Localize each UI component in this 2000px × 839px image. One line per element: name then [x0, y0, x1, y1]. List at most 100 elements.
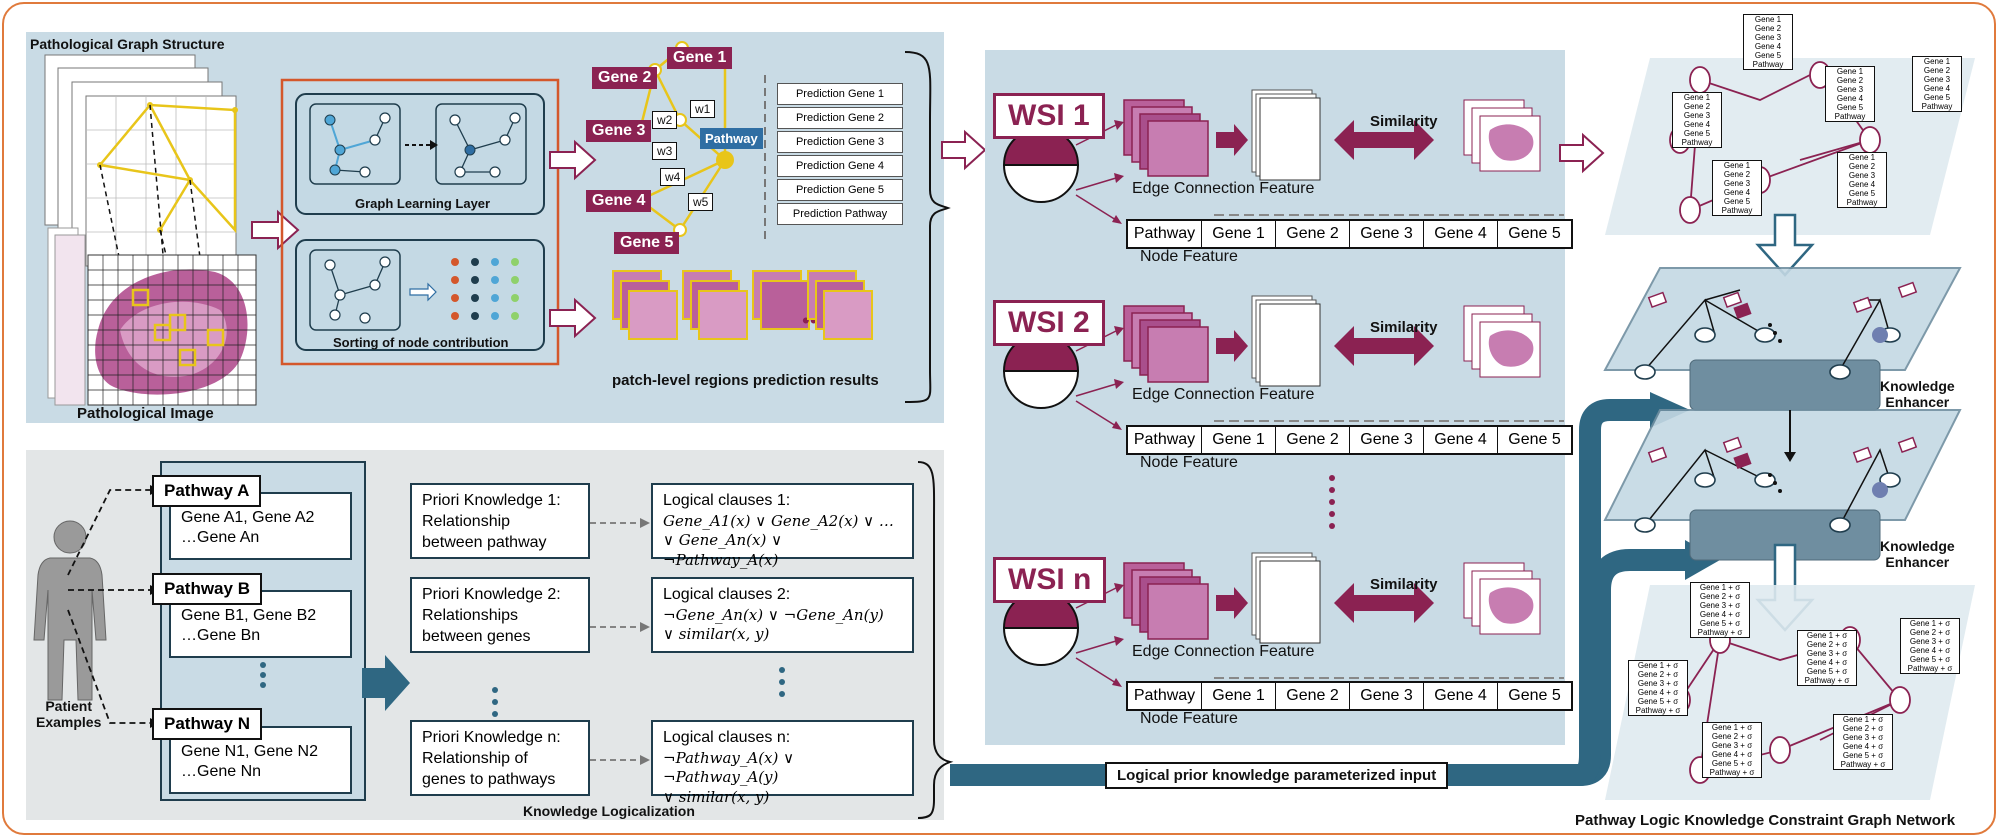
gene-tag-1: Gene 1	[667, 47, 733, 69]
edge-feature-label-2: Edge Connection Feature	[1132, 386, 1315, 403]
arrow-to-learning	[251, 209, 300, 251]
node-col: Gene 4	[1424, 221, 1498, 247]
gene-tag-2: Gene 2	[592, 67, 658, 89]
node-col: Pathway	[1128, 683, 1202, 709]
patch-thumbnails: •••	[612, 270, 892, 370]
edge-feature-label-n: Edge Connection Feature	[1132, 643, 1315, 660]
knowledge-logicalization-label: Knowledge Logicalization	[523, 803, 695, 819]
wsi-n-label: WSI n	[993, 557, 1107, 603]
priori-n-line3: genes to pathways	[422, 770, 556, 788]
priori-2-title: Priori Knowledge 2:	[422, 586, 561, 603]
prediction-item: Prediction Gene 3	[777, 131, 903, 153]
weight-w1: w1	[690, 100, 716, 118]
node-col: Gene 3	[1350, 683, 1424, 709]
node-col: Gene 1	[1202, 683, 1276, 709]
node-col: Gene 4	[1424, 683, 1498, 709]
wsi-2-label: WSI 2	[993, 300, 1105, 346]
knowledge-enhancer-label-1: Knowledge Enhancer	[1880, 378, 1955, 410]
prediction-item: Prediction Gene 4	[777, 155, 903, 177]
clause-1-line2: Gene_A1(x) ∨ Gene_A2(x) ∨ …	[663, 511, 894, 530]
pathway-tag: Pathway	[700, 128, 763, 149]
clause-box-2: Logical clauses 2: ¬Gene_An(x) ∨ ¬Gene_A…	[651, 577, 914, 653]
clause-2-line2: ¬Gene_An(x) ∨ ¬Gene_An(y)	[663, 605, 884, 624]
weight-w5: w5	[688, 193, 714, 211]
clause-box-n: Logical clauses n: ¬Pathway_A(x) ∨ ¬Path…	[651, 720, 914, 806]
arrow-to-right-graph	[1559, 132, 1605, 174]
parameterized-input-banner: Logical prior knowledge parameterized in…	[1105, 762, 1449, 789]
prediction-item: Prediction Gene 1	[777, 83, 903, 105]
contribution-dots	[451, 258, 519, 320]
bottom-left-brace	[917, 461, 954, 819]
clause-n-line2: ¬Pathway_A(x) ∨ ¬Pathway_A(y)	[663, 748, 795, 787]
pathway-a-head: Pathway A	[152, 475, 262, 507]
priori-box-1: Priori Knowledge 1: Relationship between…	[410, 483, 590, 559]
top-left-brace	[904, 51, 951, 403]
similarity-1: Similarity	[1370, 113, 1438, 130]
similarity-n: Similarity	[1370, 576, 1438, 593]
node-col: Gene 5	[1508, 225, 1561, 242]
prediction-list: Prediction Gene 1 Prediction Gene 2 Pred…	[777, 83, 903, 227]
pathway-a-more: …Gene An	[181, 529, 260, 546]
gene-tag-4: Gene 4	[586, 190, 652, 212]
prediction-item: Prediction Pathway	[777, 203, 903, 225]
weight-w2: w2	[652, 111, 678, 129]
clause-n-line3: ∨ similar(x, y)	[663, 787, 770, 806]
node-col: Pathway	[1128, 427, 1202, 453]
node-col: Gene 5	[1508, 431, 1561, 448]
node-col: Gene 1	[1202, 221, 1276, 247]
pathway-b-more: …Gene Bn	[181, 627, 261, 644]
node-col: Gene 2	[1276, 427, 1350, 453]
node-col: Gene 3	[1350, 427, 1424, 453]
pathway-n-head: Pathway N	[152, 708, 262, 740]
learning-box	[280, 78, 560, 366]
patch-label: patch-level regions prediction results	[612, 372, 879, 389]
prediction-item: Prediction Gene 2	[777, 107, 903, 129]
clause-1-line3: ∨ Gene_An(x) ∨ ¬Pathway_A(x)	[663, 531, 783, 569]
node-col: Gene 2	[1276, 683, 1350, 709]
priori-1-line3: between pathway	[422, 533, 547, 551]
gene-tag-5: Gene 5	[614, 232, 680, 254]
priori-box-n: Priori Knowledge n: Relationship of gene…	[410, 720, 590, 796]
node-col: Pathway	[1128, 221, 1202, 247]
arrow-to-patches	[549, 297, 597, 339]
priori-box-2: Priori Knowledge 2: Relationships betwee…	[410, 577, 590, 653]
node-feature-label-2: Node Feature	[1140, 454, 1238, 471]
edge-feature-label-1: Edge Connection Feature	[1132, 180, 1315, 197]
node-col: Gene 1	[1202, 427, 1276, 453]
node-feature-label-1: Node Feature	[1140, 248, 1238, 265]
priori-n-title: Priori Knowledge n:	[422, 729, 561, 746]
clause-1-title: Logical clauses 1:	[663, 492, 791, 509]
arrow-to-gene-graph	[549, 139, 597, 181]
clause-2-title: Logical clauses 2:	[663, 586, 791, 603]
down-arrow-1	[1755, 213, 1815, 277]
node-col: Gene 3	[1350, 221, 1424, 247]
node-col: Gene 4	[1424, 427, 1498, 453]
pathway-b-head: Pathway B	[152, 573, 262, 605]
node-col: Gene 2	[1276, 221, 1350, 247]
priori-2-line2: Relationships	[422, 606, 519, 624]
graph-structure-title: Pathological Graph Structure	[30, 36, 225, 52]
similarity-2: Similarity	[1370, 319, 1438, 336]
pathway-n-more: …Gene Nn	[181, 763, 262, 780]
clause-n-title: Logical clauses n:	[663, 729, 791, 746]
pathway-n-genes: Gene N1, Gene N2	[181, 743, 318, 760]
arrow-to-middle	[941, 129, 987, 171]
